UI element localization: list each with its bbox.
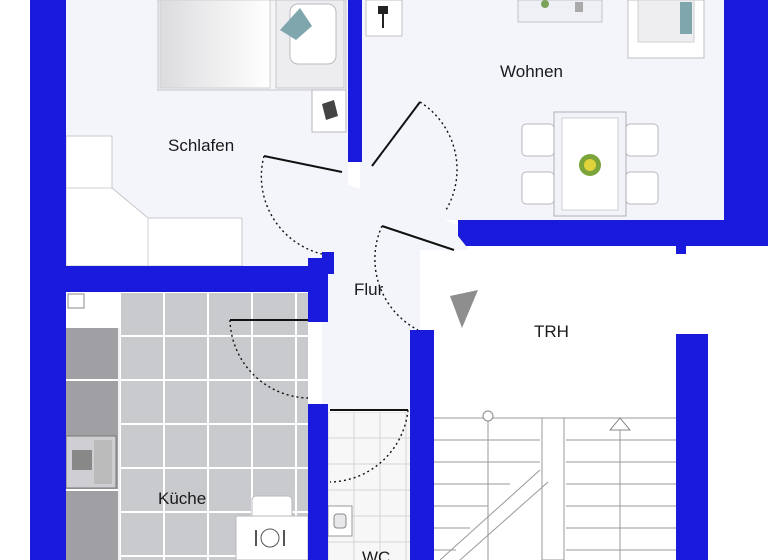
nightstand-icon xyxy=(311,89,347,133)
label-trh: TRH xyxy=(534,322,569,341)
floor-flur xyxy=(322,175,470,410)
label-wohnen: Wohnen xyxy=(500,62,563,81)
door-flur-swing xyxy=(374,225,419,331)
door-wc-swing xyxy=(329,409,409,483)
stove-icon xyxy=(65,435,117,489)
label-kueche: Küche xyxy=(158,489,206,508)
floor-wc xyxy=(328,412,410,560)
bed-icon xyxy=(157,0,347,91)
label-flur: Flur xyxy=(354,280,384,299)
doors xyxy=(229,101,458,483)
door-schlafen-leaf xyxy=(263,155,343,173)
label-wc: WC xyxy=(362,548,390,560)
kitchen-table-icon xyxy=(235,495,309,560)
furniture xyxy=(65,0,705,560)
walls xyxy=(30,0,768,560)
stair-arrow-icon xyxy=(482,410,632,431)
door-schlafen-swing xyxy=(260,155,323,255)
door-wohnen-leaf xyxy=(371,101,421,167)
room-labels: Schlafen Wohnen Flur TRH Küche WC xyxy=(158,62,569,560)
entrance-arrow-icon xyxy=(450,290,478,328)
door-flur-leaf xyxy=(381,225,455,251)
sink-icon xyxy=(327,505,353,537)
tv-stand-icon xyxy=(365,0,403,37)
dining-table-icon xyxy=(521,111,659,217)
door-kueche-swing xyxy=(229,319,309,399)
sofa-icon xyxy=(627,0,705,59)
label-schlafen: Schlafen xyxy=(168,136,234,155)
staircase xyxy=(432,416,676,560)
coffee-table-icon xyxy=(517,0,603,23)
kitchen-counter xyxy=(66,292,120,560)
door-wohnen-swing xyxy=(419,101,458,211)
